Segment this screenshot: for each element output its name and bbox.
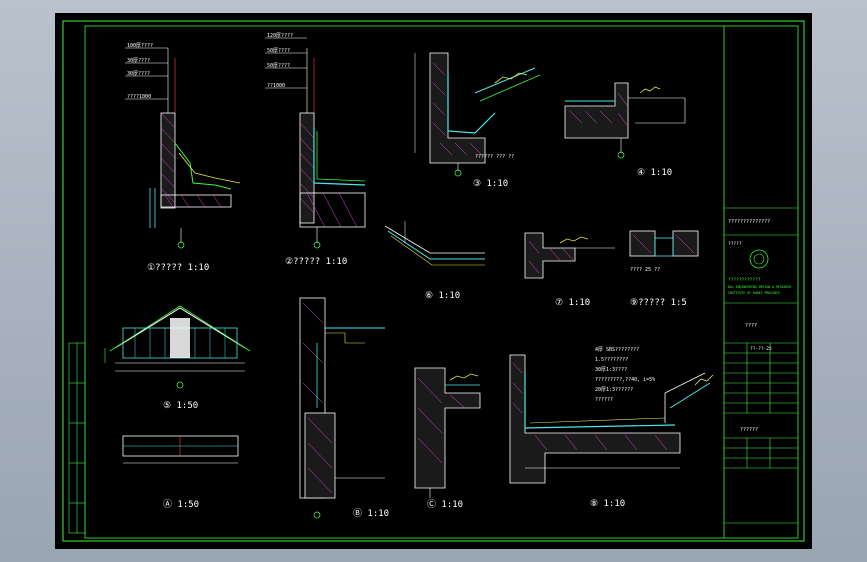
company-seal-icon: [749, 249, 769, 269]
d1-note-4: ????1000: [127, 94, 151, 100]
detail-9: ???? 25 ?? ⑨????? 1:5: [629, 230, 699, 308]
d2-note-2: 50厚????: [267, 48, 290, 54]
d7-label: ⑦ 1:10: [555, 298, 590, 308]
d4-label: ④ 1:10: [637, 168, 672, 178]
tb-company-sub: INSTITUTE OF HUBEI PROVINCE: [728, 291, 780, 295]
left-margin-strip: [68, 342, 86, 534]
d5-label: ⑤ 1:50: [163, 401, 198, 411]
d1-note-3: 30厚????: [127, 71, 150, 77]
detail-a: Ⓐ 1:50: [122, 435, 239, 510]
detail-5: ⑤ 1:50: [104, 305, 251, 411]
d8-spec-5: 20厚1:3??????: [595, 387, 633, 393]
da-label: Ⓐ 1:50: [163, 499, 199, 510]
detail-2: 120厚???? 50厚???? 50厚???? ??1000 ②????? 1…: [265, 33, 366, 267]
d8-spec-6: ??????: [595, 397, 613, 403]
d8-spec-3: 30厚1:3????: [595, 367, 627, 373]
d1-note-2: 30厚????: [127, 58, 150, 64]
d1-note-1: 100厚????: [127, 43, 153, 49]
detail-c: Ⓒ 1:10: [414, 367, 481, 510]
detail-3: ?????? ??? ?? ③ 1:10: [414, 52, 541, 189]
d1-label: ①????? 1:10: [147, 263, 209, 273]
tb-company-en: BAL ENGINEERING DESIGN & RESEARCH: [728, 285, 791, 289]
detail-7: ⑦ 1:10: [524, 232, 615, 308]
d2-label: ②????? 1:10: [285, 257, 347, 267]
d2-note-3: 50厚????: [267, 63, 290, 69]
tb-sheet-no: ??-??-25: [750, 346, 772, 352]
d2-note-4: ??1000: [267, 83, 285, 89]
d3-note: ?????? ??? ??: [475, 154, 514, 160]
tb-drawing-title: ????: [745, 323, 757, 329]
d2-note-1: 120厚????: [267, 33, 293, 39]
d8-spec-4: ?????????,??40, i=5%: [595, 377, 655, 383]
detail-6: ⑥ 1:10: [384, 221, 485, 301]
d6-label: ⑥ 1:10: [425, 291, 460, 301]
d8-spec-2: 1.5????????: [595, 357, 628, 363]
title-block: ?????????????? ????? ???????????? BAL EN…: [724, 207, 798, 524]
d9-note: ???? 25 ??: [630, 267, 660, 273]
d8-spec-1: 4厚 SBS????????: [595, 347, 639, 353]
cad-drawing: 100厚???? 30厚???? 30厚???? ????1000 ①?????…: [62, 20, 805, 542]
cad-drawing-sheet: 100厚???? 30厚???? 30厚???? ????1000 ①?????…: [55, 13, 812, 549]
tb-project: ??????????????: [728, 219, 770, 225]
d9-label: ⑨????? 1:5: [630, 298, 687, 308]
detail-8: 4厚 SBS???????? 1.5???????? 30厚1:3???? ??…: [509, 347, 714, 509]
tb-footer: ??????: [740, 427, 758, 433]
detail-1: 100厚???? 30厚???? 30厚???? ????1000 ①?????…: [125, 43, 241, 273]
tb-stamp-label: ?????: [728, 241, 742, 247]
d3-label: ③ 1:10: [473, 179, 508, 189]
d8-label: ⑧ 1:10: [590, 499, 625, 509]
tb-company: ????????????: [728, 277, 761, 283]
inner-frame: [84, 25, 799, 539]
db-label: Ⓑ 1:10: [353, 508, 389, 519]
detail-b: Ⓑ 1:10: [299, 297, 389, 519]
detail-4: ④ 1:10: [564, 82, 686, 178]
dc-label: Ⓒ 1:10: [427, 499, 463, 510]
outer-frame: [62, 20, 805, 542]
